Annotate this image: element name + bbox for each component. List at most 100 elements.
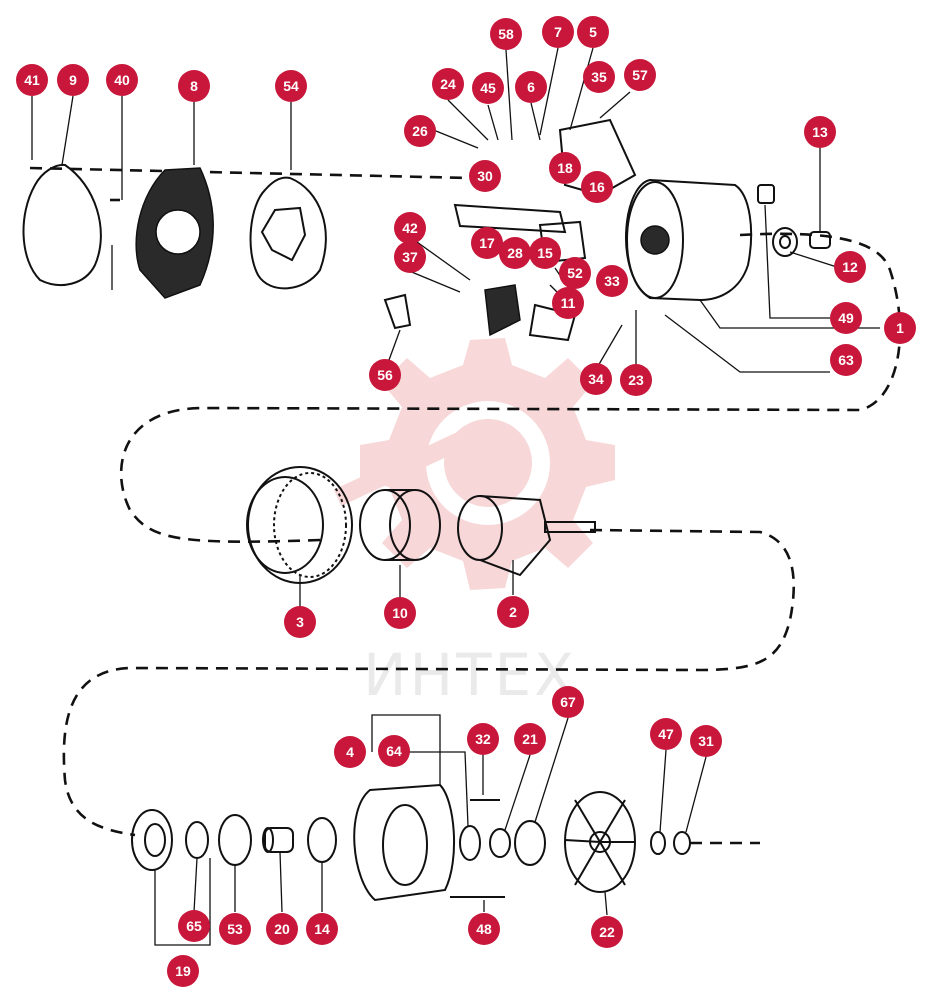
callout-label: 10 [392,605,408,621]
nut-31 [673,831,691,855]
callout-circle [378,735,410,767]
callout-circle [690,725,722,757]
callout-marker-7: 7 [542,16,574,48]
callout-marker-20: 20 [266,913,298,945]
callout-circle [178,910,210,942]
gasket-53 [218,814,252,866]
callout-marker-48: 48 [468,913,500,945]
gasket-9 [22,163,102,286]
callout-label: 33 [604,273,620,289]
callout-label: 3 [296,614,304,630]
callout-circle [591,916,623,948]
callout-label: 30 [477,168,493,184]
callout-marker-64: 64 [378,735,410,767]
bushing-12 [772,227,798,257]
callout-circle [529,237,561,269]
callout-label: 17 [479,235,495,251]
callout-label: 14 [314,921,330,937]
callout-label: 54 [283,78,299,94]
callout-marker-57: 57 [624,59,656,91]
callout-label: 57 [632,67,648,83]
callout-marker-28: 28 [499,237,531,269]
callout-marker-1: 1 [884,312,916,344]
callout-label: 28 [507,245,523,261]
callout-marker-34: 34 [580,363,612,395]
callout-circle [552,287,584,319]
callout-circle [432,68,464,100]
callout-marker-45: 45 [472,72,504,104]
callout-label: 40 [114,72,130,88]
callout-label: 19 [175,963,191,979]
callout-label: 9 [69,72,77,88]
callout-label: 64 [386,743,402,759]
assembly-paths [29,166,902,845]
callout-marker-65: 65 [178,910,210,942]
callout-label: 58 [498,26,514,42]
callout-marker-11: 11 [552,287,584,319]
callout-marker-24: 24 [432,68,464,100]
callout-circle [596,265,628,297]
stator-3 [246,466,353,584]
callout-label: 41 [24,72,40,88]
callout-marker-3: 3 [284,606,316,638]
callout-marker-53: 53 [219,913,251,945]
callout-label: 48 [476,921,492,937]
callout-circle [650,718,682,750]
callout-circle [620,364,652,396]
callout-circle [834,251,866,283]
callout-label: 42 [402,220,418,236]
sleeve-13 [809,231,831,249]
callout-label: 12 [842,259,858,275]
callout-marker-23: 23 [620,364,652,396]
washer-47 [650,831,666,855]
end-frame-4 [353,783,455,902]
watermark-logo: ИНТЕХ [333,338,615,709]
callout-label: 45 [480,80,496,96]
callout-label: 63 [838,352,854,368]
callout-label: 23 [628,372,644,388]
spacer-67 [514,820,546,866]
callout-label: 16 [589,179,605,195]
bearing-housing-19 [131,809,173,871]
callout-circle [559,257,591,289]
callout-circle [284,606,316,638]
callout-circle [497,596,529,628]
callout-circle [884,312,916,344]
callout-circle [219,913,251,945]
callout-label: 35 [591,69,607,85]
callout-label: 67 [560,694,576,710]
callout-label: 65 [186,918,202,934]
callout-circle [515,71,547,103]
callout-marker-15: 15 [529,237,561,269]
callout-circle [369,359,401,391]
callout-marker-26: 26 [404,115,436,147]
callout-marker-8: 8 [178,70,210,102]
callout-marker-13: 13 [804,116,836,148]
callout-label: 53 [227,921,243,937]
watermark-brand-text: ИНТЕХ [363,641,577,709]
callout-label: 56 [377,367,393,383]
callout-label: 21 [522,731,538,747]
callout-label: 37 [402,249,418,265]
gear-hammer-logo-icon [333,338,615,590]
callout-label: 11 [561,295,576,311]
callout-circle [394,212,426,244]
fan-22 [564,791,636,893]
callout-circle [514,723,546,755]
callout-circle [106,64,138,96]
bearing-14 [307,817,337,863]
callout-marker-4: 4 [334,736,366,768]
callout-label: 52 [567,265,583,281]
callout-label: 31 [698,733,714,749]
callout-marker-19: 19 [167,955,199,987]
callout-label: 20 [274,921,290,937]
callout-circle [490,18,522,50]
callout-label: 8 [190,78,198,94]
callout-label: 32 [475,731,491,747]
callout-marker-6: 6 [515,71,547,103]
callout-marker-14: 14 [306,913,338,945]
callout-circle [467,723,499,755]
callout-label: 2 [509,604,517,620]
callout-label: 18 [557,160,573,176]
